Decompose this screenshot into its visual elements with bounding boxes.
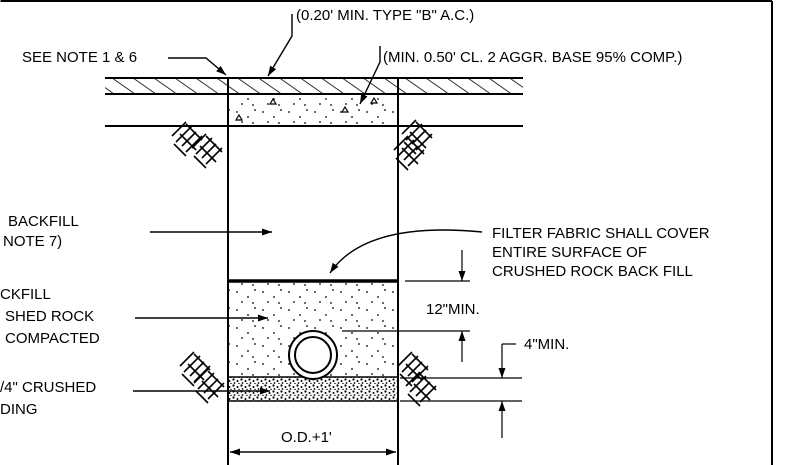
bedding-dimension (400, 343, 522, 438)
label-bedding-1: /4" CRUSHED (0, 379, 96, 396)
label-cover-min: 12"MIN. (426, 301, 480, 318)
label-backfill-1: BACKFILL (8, 213, 79, 230)
label-fabric-1: FILTER FABRIC SHALL COVER (492, 225, 710, 242)
label-base-layer: (MIN. 0.50' CL. 2 AGGR. BASE 95% COMP.) (383, 49, 682, 66)
label-see-note: SEE NOTE 1 & 6 (22, 49, 137, 66)
label-trench-width: O.D.+1' (281, 429, 332, 446)
leader-ac-layer (267, 14, 293, 77)
leader-see-note (168, 57, 227, 76)
label-fabric-2: ENTIRE SURFACE OF (492, 244, 647, 261)
label-backfill-2: NOTE 7) (3, 233, 62, 250)
leader-base-layer (359, 46, 381, 105)
label-rock-2: SHED ROCK (5, 308, 94, 325)
label-rock-3: COMPACTED (5, 330, 100, 347)
label-bedding-min: 4"MIN. (524, 336, 569, 353)
leader-filter-fabric (329, 229, 483, 274)
cover-dimension (342, 250, 470, 362)
label-bedding-2: DING (0, 401, 38, 418)
aggregate-base (228, 94, 398, 126)
label-fabric-3: CRUSHED ROCK BACK FILL (492, 263, 693, 280)
aggregate-triangles (234, 96, 379, 121)
label-rock-1: CKFILL (0, 286, 51, 303)
pipe-inner (294, 336, 332, 374)
label-ac-layer: (0.20' MIN. TYPE "B" A.C.) (296, 7, 474, 24)
ac-pavement-hatch (105, 78, 523, 94)
crushed-rock-bedding (229, 377, 397, 401)
